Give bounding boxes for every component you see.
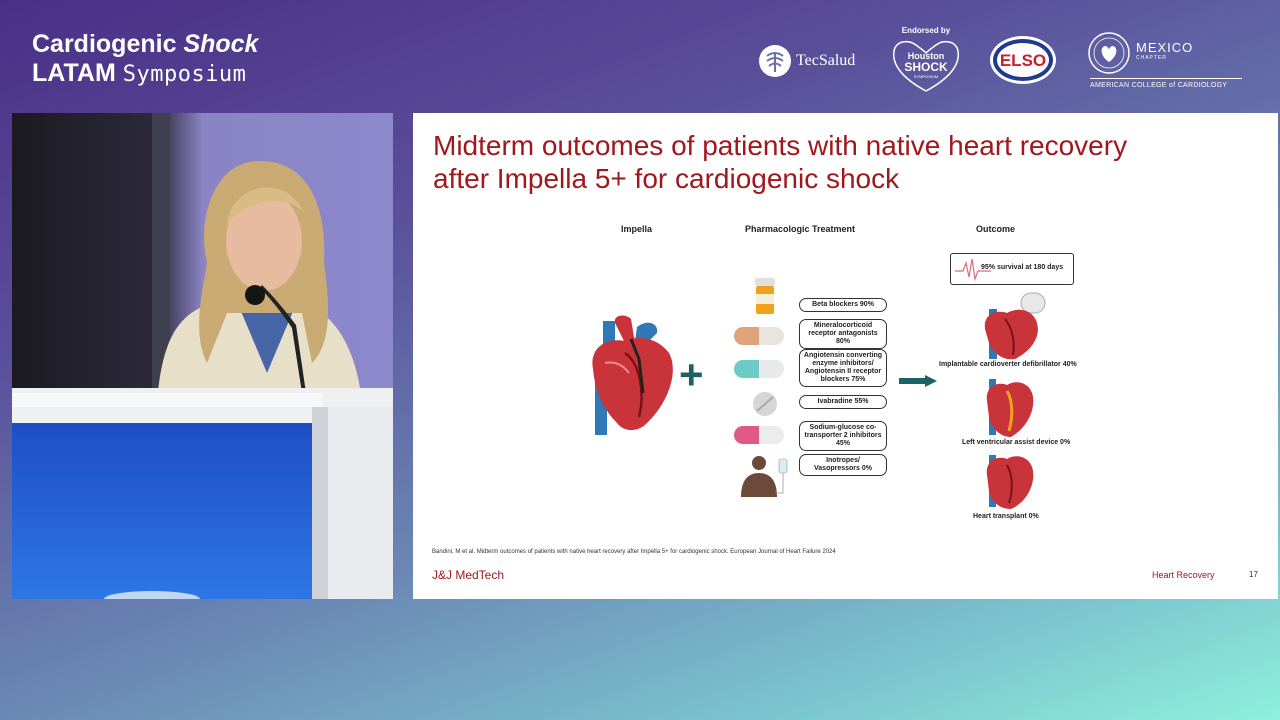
elso-badge: ELSO [990,36,1056,84]
acc-seal-icon [1088,32,1130,74]
tecsalud-text: TecSalud [796,52,856,69]
acc-chapter-text: CHAPTER [1136,55,1167,61]
capsule-pink-icon [734,426,784,444]
speaker-video-frame [12,113,393,599]
treatment-acei-arb: Angiotensin converting enzyme inhibitors… [799,349,887,387]
treatment-mra: Mineralocorticoid receptor antagonists 8… [799,319,887,349]
patient-iv-icon [741,456,788,497]
event-title-word-italic: Shock [183,30,259,58]
plus-sign: + [679,351,704,398]
column-header-outcome: Outcome [976,224,1016,234]
slide-brand-logo: J&J MedTech [432,568,505,582]
shock-word: SHOCK [904,60,948,74]
survival-text: 95% survival at 180 days [981,264,1064,271]
survival-box: 95% survival at 180 days [950,253,1074,285]
acc-college-text: AMERICAN COLLEGE of CARDIOLOGY [1090,82,1228,89]
event-title-line2: LATAM Symposium [32,59,258,89]
event-title: Cardiogenic Shock LATAM Symposium [32,30,258,89]
impella-heart-icon [592,315,673,435]
outcome-icd: Implantable cardioverter defibrillator 4… [939,361,1077,368]
transplant-heart-icon [986,455,1034,509]
column-header-pharmacologic: Pharmacologic Treatment [745,224,856,234]
event-title-word-mono: Symposium [122,62,247,87]
outcome-lvad: Left ventricular assist device 0% [962,439,1071,446]
tecsalud-icon [759,45,791,77]
column-header-impella: Impella [621,224,653,234]
houston-shock-logo: Endorsed by Houston SHOCK SYMPOSIUM [888,26,964,93]
slide-citation: Bandini, M et al. Midterm outcomes of pa… [432,549,836,555]
endorsed-by-label: Endorsed by [901,26,951,35]
event-title-line1: Cardiogenic Shock [32,30,258,59]
pill-bottle-icon [755,278,775,314]
slide-section-label: Heart Recovery [1152,570,1215,580]
tecsalud-logo: TecSalud [758,44,855,78]
capsule-teal-icon [734,360,784,378]
treatment-ivabradine: Ivabradine 55% [799,395,887,409]
outcome-transplant: Heart transplant 0% [973,513,1039,520]
symposium-word: SYMPOSIUM [914,74,938,79]
speaker-video [12,113,393,599]
treatment-inotropes: Inotropes/ Vasopressors 0% [799,454,887,476]
houston-word: Houston [908,51,945,61]
acc-mexico-logo: MEXICO CHAPTER AMERICAN COLLEGE of CARDI… [1088,32,1242,89]
houston-shock-badge: Houston SHOCK SYMPOSIUM [892,40,960,92]
slide-page-number: 17 [1249,570,1258,579]
ecg-icon [955,258,991,281]
event-title-word: Cardiogenic [32,30,177,58]
presentation-slide: Midterm outcomes of patients with native… [413,113,1278,599]
tablet-icon [753,392,777,416]
event-title-word-bold: LATAM [32,59,116,87]
elso-text: ELSO [1000,51,1046,70]
acc-mexico-text: MEXICO [1136,40,1194,55]
acc-divider [1090,78,1242,79]
icd-heart-icon [984,292,1046,360]
lvad-heart-icon [986,379,1034,437]
treatment-beta-blockers: Beta blockers 90% [799,298,887,312]
right-arrow-icon [899,375,937,387]
capsule-orange-icon [734,327,784,345]
slide-title: Midterm outcomes of patients with native… [433,130,1128,194]
treatment-sglt2i: Sodium-glucose co-transporter 2 inhibito… [799,421,887,451]
elso-logo: ELSO [989,35,1057,90]
